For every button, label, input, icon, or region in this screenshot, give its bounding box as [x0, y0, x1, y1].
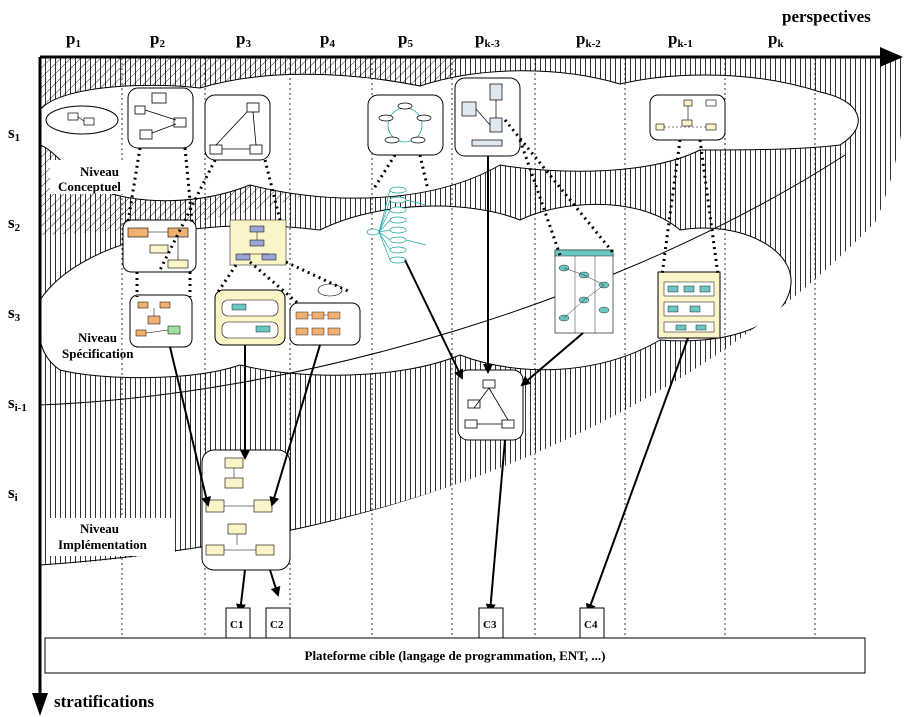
axis-label-perspectives: perspectives [782, 7, 871, 26]
strat-s1: s1 [8, 123, 20, 144]
level-specification-line2: Spécification [62, 346, 134, 361]
component-c1-label: C1 [230, 619, 243, 631]
perspective-p3: p3 [236, 29, 251, 50]
perspective-labels: p1 p2 p3 p4 p5 pk-3 pk-2 pk-1 pk [66, 29, 784, 50]
model-p5-s2 [366, 186, 427, 264]
model-p3-s2 [229, 219, 287, 266]
component-c4-box [579, 607, 605, 639]
model-p3-s1 [204, 94, 271, 161]
strat-si-1: si-1 [8, 393, 27, 414]
component-boxes: C1 C2 C3 C4 [225, 607, 605, 639]
target-platform-label: Plateforme cible (langage de programmati… [305, 648, 606, 663]
model-pk2-s3 [554, 249, 614, 334]
perspective-separators [121, 58, 816, 638]
perspective-pk-1: pk-1 [668, 29, 693, 50]
perspective-pk-3: pk-3 [475, 29, 500, 50]
stratification-labels: s1 s2 s3 si-1 si [8, 123, 27, 504]
perspective-p1: p1 [66, 29, 81, 50]
model-pk1-s3 [657, 271, 721, 339]
model-pk3-si-1 [457, 369, 524, 441]
level-implementation-line2: Implémentation [58, 537, 148, 552]
target-platform-box [44, 637, 866, 674]
model-p5-s1 [367, 94, 444, 156]
model-p2-s1 [127, 87, 194, 149]
horizontal-axis-arrowhead [880, 47, 903, 67]
component-c2-box [265, 607, 291, 639]
level-conceptual-line1: Niveau [80, 164, 119, 179]
model-p2-s2 [122, 219, 197, 273]
perspective-pk-2: pk-2 [576, 29, 601, 50]
component-c1-box [225, 607, 251, 639]
component-c3-box [478, 607, 504, 639]
model-p3-s3 [214, 289, 286, 346]
strat-s3: s3 [8, 303, 21, 324]
model-p2-s3 [129, 294, 193, 348]
vertical-axis-arrowhead [32, 693, 48, 716]
model-p3-si [201, 449, 291, 571]
strat-si: si [8, 483, 18, 504]
perspective-p5: p5 [398, 29, 413, 50]
model-p1-s1 [45, 105, 119, 135]
level-implementation-line1: Niveau [80, 521, 119, 536]
level-conceptual-line2: Conceptuel [58, 179, 121, 194]
axis-label-stratifications: stratifications [54, 692, 154, 711]
component-c2-label: C2 [270, 619, 284, 631]
component-c3-label: C3 [483, 619, 497, 631]
perspective-pk: pk [768, 29, 784, 50]
strat-s2: s2 [8, 213, 21, 234]
band-curve-1 [40, 154, 846, 406]
perspective-p2: p2 [150, 29, 165, 50]
level-specification-line1: Niveau [78, 330, 117, 345]
refinement-links [126, 119, 720, 307]
model-pk3-s1 [454, 77, 521, 157]
component-c4-label: C4 [584, 619, 598, 631]
perspective-p4: p4 [320, 29, 335, 50]
model-pk1-s1 [649, 94, 726, 141]
transformation-arrows [169, 156, 689, 614]
model-p4-s3 [289, 283, 361, 346]
